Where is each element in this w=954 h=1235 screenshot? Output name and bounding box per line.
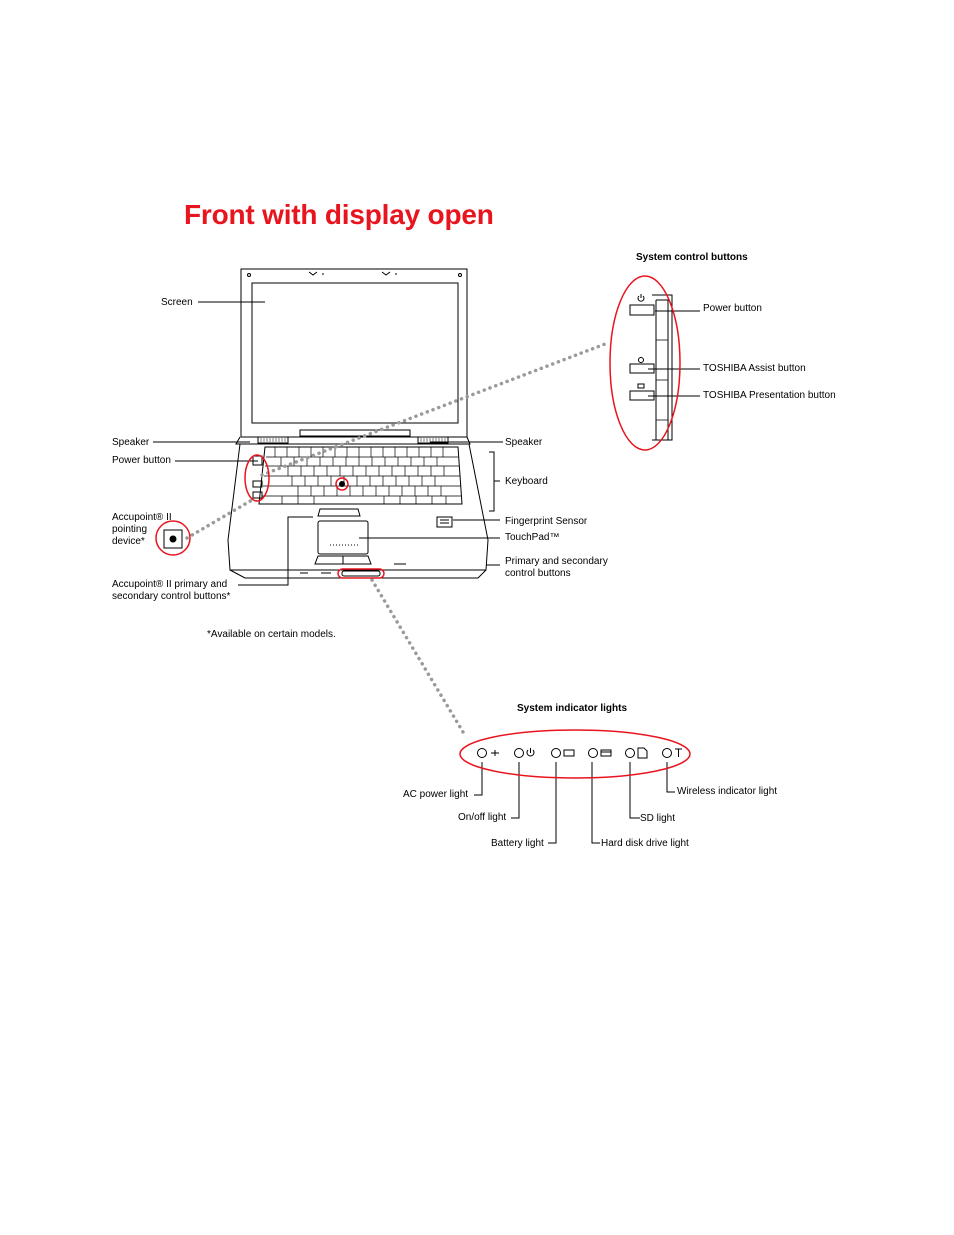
label-primary-secondary-1: Primary and secondary (505, 556, 608, 567)
label-power-button: Power button (112, 455, 171, 466)
label-accupoint-device-2: pointing (112, 524, 148, 535)
page-title: Front with display open (184, 199, 494, 230)
accupoint-magnified (163, 529, 183, 549)
highlight-control-buttons (609, 275, 681, 451)
footnote: *Available on certain models. (207, 629, 336, 640)
speaker-grille-left (257, 436, 289, 444)
label-accupoint-device-3: device* (112, 536, 145, 547)
label-screen: Screen (161, 297, 193, 308)
label-speaker-left: Speaker (112, 437, 150, 448)
heading-system-control-buttons: System control buttons (636, 252, 748, 263)
highlight-accupoint-magnified (155, 520, 191, 556)
dotted-connectors (185, 342, 607, 739)
screen-panel (251, 282, 459, 424)
label-wireless-light: Wireless indicator light (677, 786, 778, 797)
assist-button-shape (629, 363, 655, 374)
sd-card-icon (637, 747, 648, 759)
heading-system-indicator-lights: System indicator lights (517, 703, 628, 714)
highlight-accupoint (335, 477, 349, 491)
label-scb-presentation: TOSHIBA Presentation button (703, 390, 836, 401)
display-lid (240, 268, 468, 438)
label-speaker-right: Speaker (505, 437, 543, 448)
presentation-button-shape (629, 390, 655, 401)
label-scb-power: Power button (703, 303, 762, 314)
indicator-light-icons (477, 747, 682, 759)
label-accupoint-device-1: Accupoint® II (112, 512, 172, 523)
laptop-base (227, 443, 489, 571)
label-keyboard: Keyboard (505, 476, 548, 487)
power-icon (637, 294, 645, 302)
on-off-icon (526, 748, 535, 757)
speaker-grille-right (417, 436, 449, 444)
keyboard-area (258, 446, 463, 505)
label-sd-light: SD light (640, 813, 676, 824)
label-primary-secondary-2: control buttons (505, 568, 571, 579)
label-touchpad: TouchPad™ (505, 532, 560, 543)
wireless-icon (675, 748, 682, 757)
label-battery-light: Battery light (491, 838, 544, 849)
hard-disk-icon (600, 749, 612, 757)
label-accupoint-buttons-1: Accupoint® II primary and (112, 579, 228, 590)
label-scb-assist: TOSHIBA Assist button (703, 363, 806, 374)
label-hard-disk-light: Hard disk drive light (601, 838, 689, 849)
label-fingerprint-sensor: Fingerprint Sensor (505, 516, 588, 527)
fingerprint-sensor-shape (436, 516, 453, 528)
assist-icon (638, 357, 644, 363)
red-highlights (155, 275, 691, 779)
power-button-shape (629, 304, 655, 316)
battery-icon (563, 749, 575, 757)
label-on-off-light: On/off light (458, 812, 507, 823)
keyboard-rows (262, 447, 461, 504)
presentation-icon (637, 383, 645, 389)
system-control-buttons-detail (629, 294, 673, 441)
highlight-power-area (244, 454, 270, 502)
label-ac-power-light: AC power light (403, 789, 469, 800)
highlight-indicator-lights (459, 729, 691, 779)
label-accupoint-buttons-2: secondary control buttons* (112, 591, 231, 602)
leader-lines (153, 301, 700, 844)
highlight-indicator-strip (337, 568, 385, 579)
ac-power-icon (491, 750, 499, 756)
